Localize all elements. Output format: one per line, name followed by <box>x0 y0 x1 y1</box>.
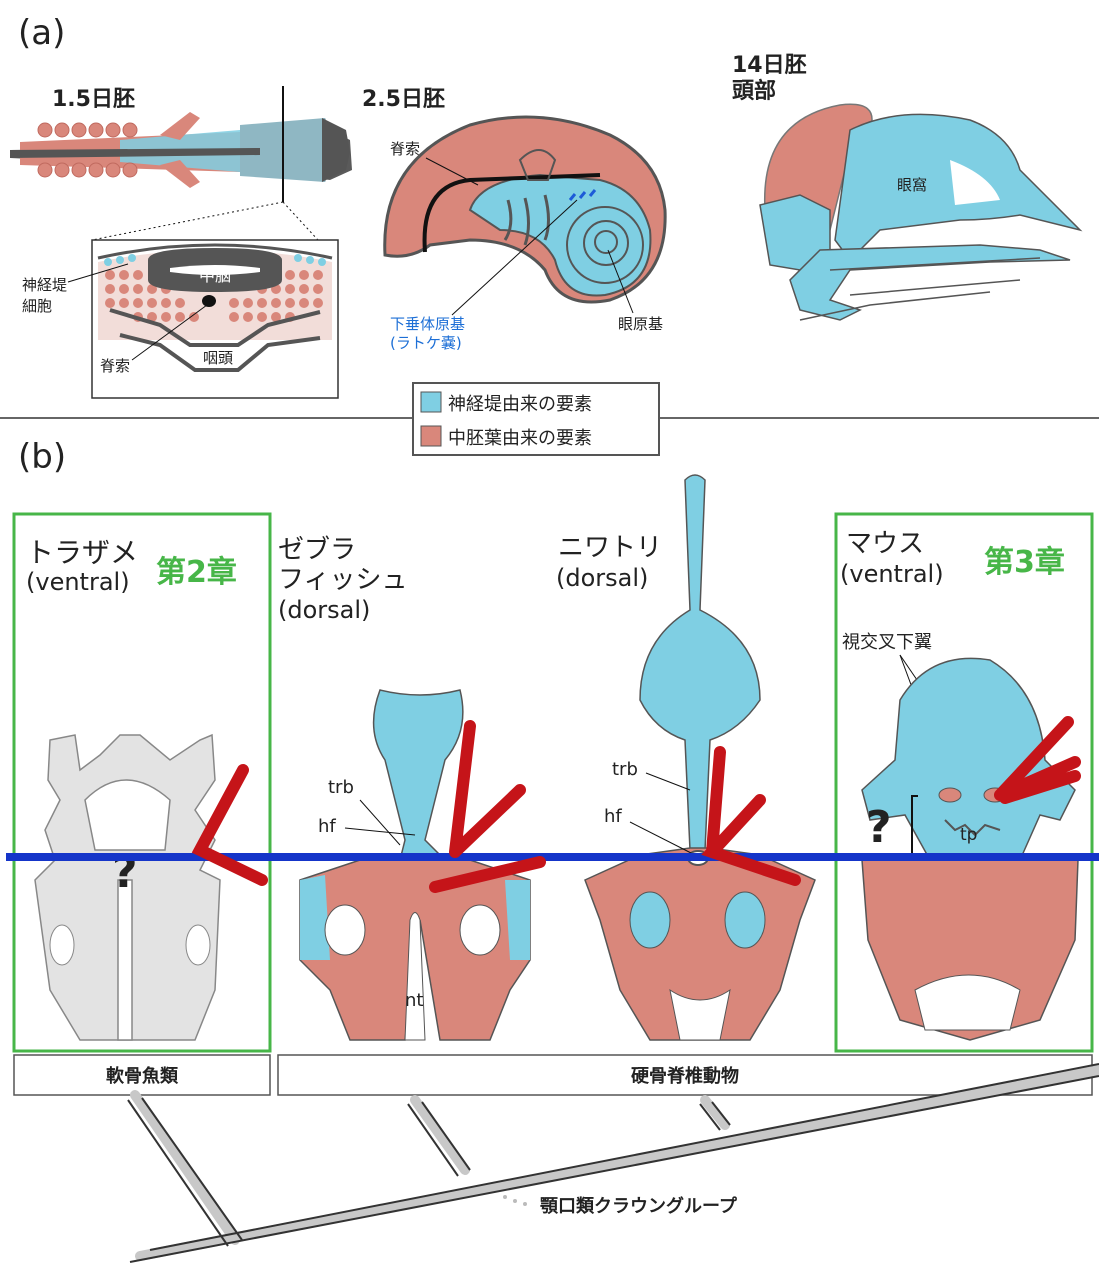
osteichthyes-label: 硬骨脊椎動物 <box>631 1065 739 1087</box>
chicken-name: ニワトリ <box>558 533 662 563</box>
chicken-trb-pointer <box>646 773 690 790</box>
zebrafish-skull <box>300 690 530 1040</box>
mouse-view: (ventral) <box>840 560 944 588</box>
legend-neural-crest: 神経堤由来の要素 <box>448 394 592 415</box>
zebrafish-view: (dorsal) <box>278 596 370 624</box>
stage-1-5-label: 1.5日胚 <box>52 87 135 112</box>
zebrafish-name-2: フィッシュ <box>278 565 407 595</box>
orbit-label: 眼窩 <box>897 176 927 194</box>
mouse-question-mark: ? <box>866 802 892 853</box>
hypophysis-label-2: (ラトケ嚢) <box>390 334 462 352</box>
mouse-skull <box>862 658 1078 1040</box>
shark-name: トラザメ <box>26 536 138 569</box>
zebrafish-trb-pointer <box>360 800 400 845</box>
zoom-line-left <box>92 202 283 240</box>
mouse-name: マウス <box>846 529 924 559</box>
neural-crest-cell-label-1: 神経堤 <box>22 276 67 294</box>
legend: 神経堤由来の要素 中胚葉由来の要素 <box>413 383 659 455</box>
crown-group-label: 顎口類クラウングループ <box>540 1195 738 1217</box>
panel-b-label: (b) <box>18 437 66 477</box>
legend-swatch-neural-crest <box>421 392 441 412</box>
zebrafish-nt-label: nt <box>405 990 423 1011</box>
chicken-hf-label: hf <box>604 806 622 827</box>
optic-wing-label: 視交叉下翼 <box>842 632 932 653</box>
hypophysis-label-1: 下垂体原基 <box>390 315 465 333</box>
chicken-view: (dorsal) <box>556 564 648 592</box>
notochord-2-5-label: 脊索 <box>390 140 420 158</box>
shark-view: (ventral) <box>26 568 130 596</box>
neural-crest-cell-label-2: 細胞 <box>22 297 52 315</box>
zebrafish-trb-label: trb <box>328 777 354 798</box>
midbrain-label: 中脳 <box>199 266 231 285</box>
zebrafish-name-1: ゼブラ <box>278 535 356 565</box>
embryo-1-5-day <box>10 112 352 188</box>
head-label: 頭部 <box>732 78 776 104</box>
legend-mesoderm: 中胚葉由来の要素 <box>448 428 592 449</box>
embryo-2-5-day <box>385 117 665 302</box>
chapter-3-label: 第3章 <box>984 545 1065 580</box>
pharynx-label: 咽頭 <box>203 349 233 367</box>
chapter-2-label: 第2章 <box>156 555 237 590</box>
zoom-line-right <box>283 202 318 240</box>
mouse-tp-label: tp <box>960 825 977 845</box>
stage-2-5-label: 2.5日胚 <box>362 87 445 112</box>
skull-14-day <box>760 104 1080 320</box>
zebrafish-hf-label: hf <box>318 816 336 837</box>
legend-swatch-mesoderm <box>421 426 441 446</box>
notochord-inset-label: 脊索 <box>100 357 130 375</box>
optic-primordium-label: 眼原基 <box>618 315 663 333</box>
chondrichthyes-label: 軟骨魚類 <box>106 1065 179 1087</box>
chicken-trb-label: trb <box>612 759 638 780</box>
panel-a-label: (a) <box>18 13 65 53</box>
stage-14-label: 14日胚 <box>732 53 807 78</box>
chicken-hf-pointer <box>630 822 695 855</box>
